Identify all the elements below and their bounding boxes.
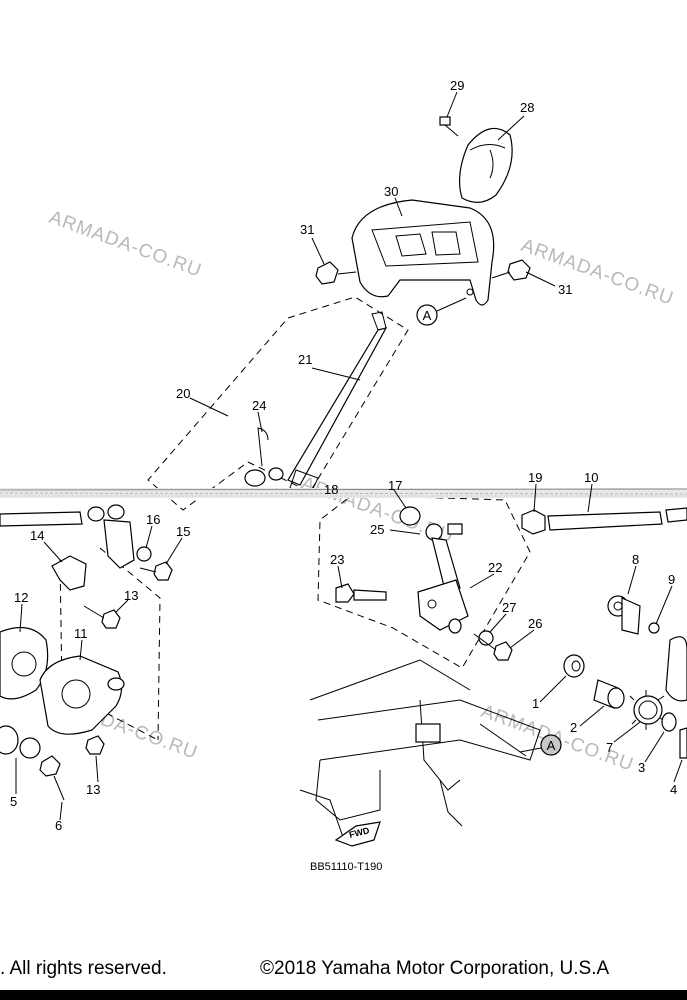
callout-23: 23 [330,552,344,567]
callout-22: 22 [488,560,502,575]
callout-29: 29 [450,78,464,93]
callout-12: 12 [14,590,28,605]
part-9-oring [648,622,660,634]
bolt-23 [335,583,387,603]
callout-7: 7 [606,740,613,755]
bearing-5 [0,725,41,759]
bolt-13-upper [83,605,121,629]
housing-11 [39,655,125,735]
callout-27: 27 [502,600,516,615]
gear-7 [629,690,667,730]
callout-24: 24 [252,398,266,413]
copyright-footer: . All rights reserved. ©2018 Yamaha Moto… [0,952,687,990]
callout-5: 5 [10,794,17,809]
assembly-outline-shift-arm [317,494,531,669]
svg-text:A: A [423,308,432,323]
shaft-nut [521,509,546,535]
callout-17: 17 [388,478,402,493]
fwd-arrow: FWD [334,821,381,847]
callout-3: 3 [638,760,645,775]
diagram-code: BB51110-T190 [310,861,382,873]
watermark-text: ARMADA-CO.RU [46,207,204,282]
callout-16: 16 [146,512,160,527]
part-1 [563,654,585,678]
callout-25: 25 [370,522,384,537]
svg-text:FWD: FWD [348,825,371,840]
shift-gate-cover [351,199,495,306]
reference-marker-a-lower: A [519,734,562,756]
cover-bolt-right [491,259,531,281]
callout-20: 20 [176,386,190,401]
watermark-text: ARMADA-CO.RU [518,235,676,310]
knob-screw [439,116,459,137]
callout-labels: 1 2 3 4 5 6 7 8 9 10 11 12 13 13 14 15 1… [10,78,677,833]
callout-6: 6 [55,818,62,833]
shift-shaft [0,507,687,531]
callout-2: 2 [570,720,577,735]
callout-8: 8 [632,552,639,567]
shift-arm-assembly [335,506,513,661]
part-2 [593,679,625,709]
part-8 [607,595,641,635]
reference-marker-a-top: A [416,297,467,326]
washer-3 [661,712,677,732]
callout-30: 30 [384,184,398,199]
callout-26: 26 [528,616,542,631]
callout-9: 9 [668,572,675,587]
callout-1: 1 [532,696,539,711]
assembly-outline-shift-lever [147,296,409,511]
callout-13-lower: 13 [86,782,100,797]
shift-lever [287,311,388,496]
callout-18: 18 [324,482,338,497]
bolt-6 [39,755,65,801]
svg-text:A: A [547,738,556,753]
callout-14: 14 [30,528,44,543]
bolt-26 [473,633,513,661]
lever-spring [244,427,284,487]
cover-bolt-left [315,261,357,285]
callout-21: 21 [298,352,312,367]
part-4 [679,727,687,759]
callout-28: 28 [520,100,534,115]
bottom-bar [0,990,687,1000]
scan-band [0,488,687,498]
callout-19: 19 [528,470,542,485]
right-gear-assembly [563,595,687,759]
gasket-12 [0,626,49,700]
bolt-15 [139,561,173,581]
housing-right [665,636,687,702]
bolt-13-lower [85,735,105,755]
vehicle-frame [299,659,541,841]
footer-copyright-text: ©2018 Yamaha Motor Corporation, U.S.A [260,958,610,979]
footer-rights-text: . All rights reserved. [0,958,167,979]
callout-4: 4 [670,782,677,797]
callout-11: 11 [74,626,88,641]
callout-10: 10 [584,470,598,485]
leader-lines [15,91,683,821]
callout-31-left: 31 [300,222,314,237]
left-bracket-assembly [0,504,173,801]
callout-15: 15 [176,524,190,539]
callout-31-right: 31 [558,282,572,297]
callout-13-upper: 13 [124,588,138,603]
shift-knob [458,127,513,203]
